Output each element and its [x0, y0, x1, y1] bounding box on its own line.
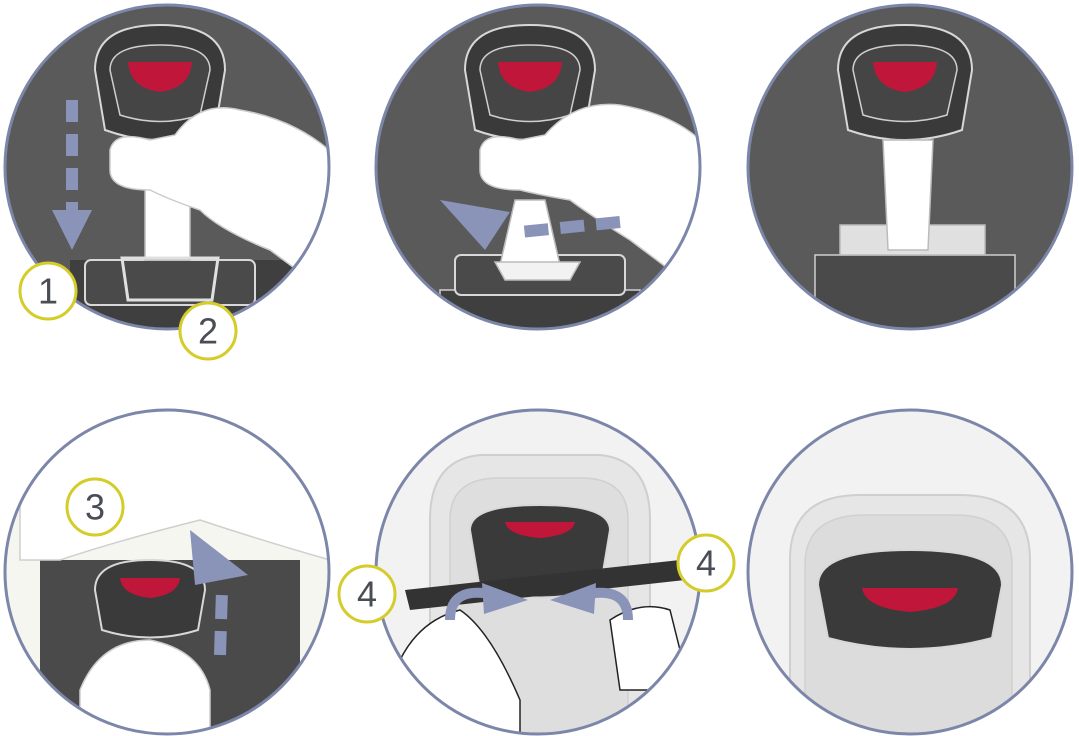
step-badge-4-right: 4	[676, 533, 736, 593]
panel-3	[746, 3, 1074, 331]
panel-6	[746, 408, 1074, 736]
step-badge-3: 3	[65, 477, 125, 537]
step-label-4-right: 4	[696, 543, 716, 584]
panel-1	[3, 3, 331, 331]
step-badge-4-left: 4	[337, 564, 397, 624]
step-label-3: 3	[85, 487, 105, 528]
panel-4	[3, 408, 331, 736]
step-badge-2: 2	[178, 301, 238, 361]
panel-5	[374, 408, 702, 736]
step-badge-1: 1	[18, 261, 78, 321]
panel-2	[374, 3, 702, 331]
step-label-1: 1	[38, 271, 58, 312]
step-label-4-left: 4	[357, 574, 377, 615]
step-label-2: 2	[198, 311, 218, 352]
